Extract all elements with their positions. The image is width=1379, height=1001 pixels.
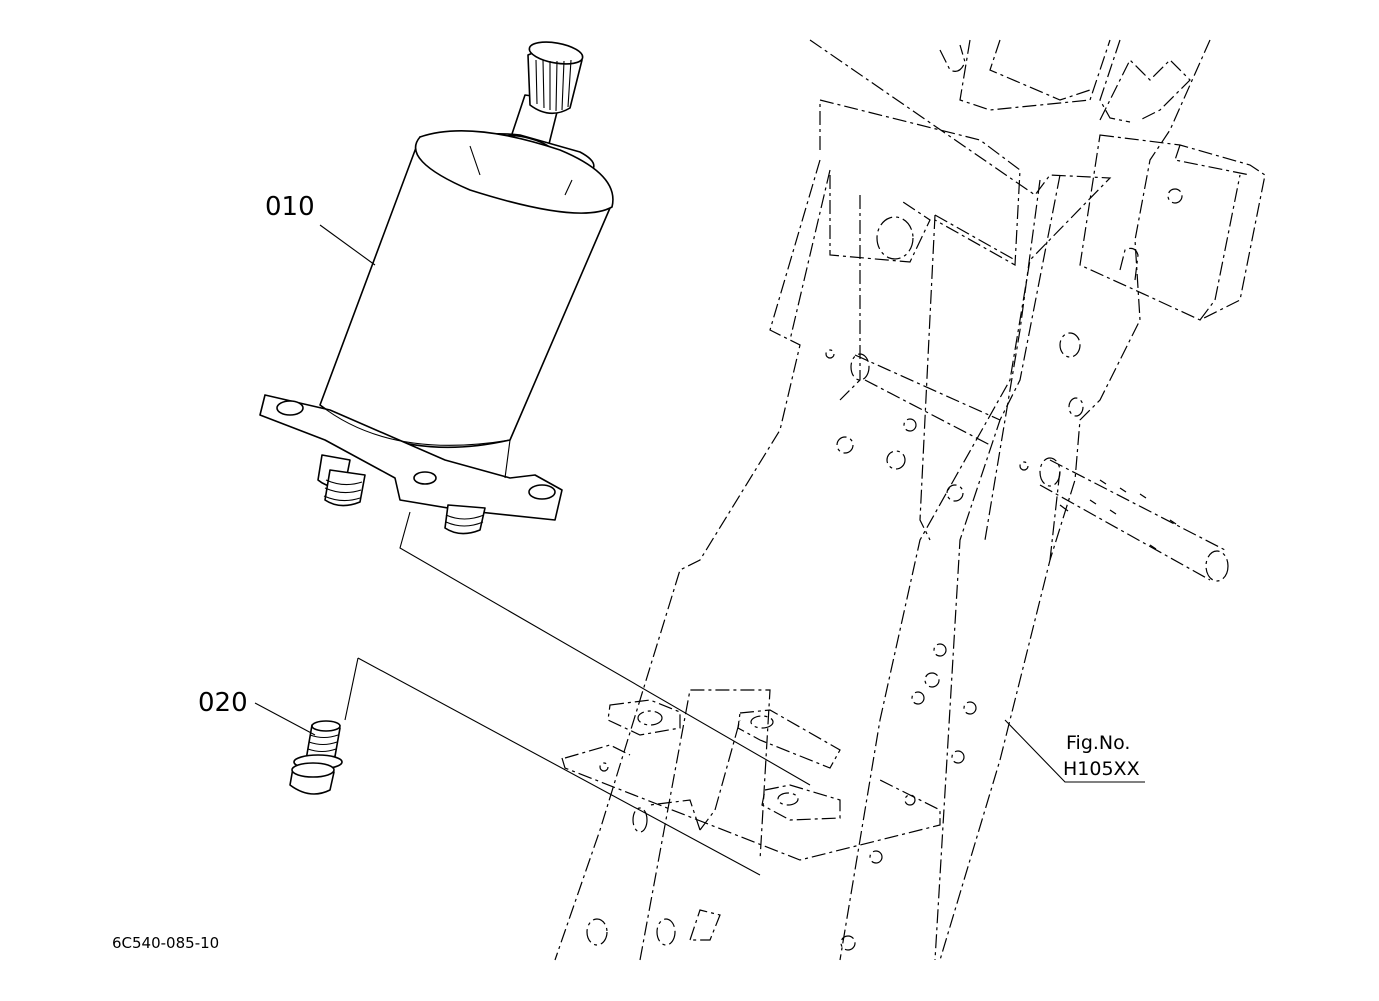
part-number-010: 010: [265, 192, 315, 222]
steering-column-frame: [554, 39, 1266, 961]
part-number-020: 020: [198, 688, 248, 718]
figure-number: H105XX: [1063, 758, 1140, 780]
bolt-020: [289, 720, 343, 795]
drawing-code: 6C540-085-10: [112, 934, 219, 952]
leader-lines: [254, 224, 1145, 876]
motor-assembly-010: [259, 41, 614, 535]
figure-caption: Fig.No.: [1066, 732, 1130, 754]
